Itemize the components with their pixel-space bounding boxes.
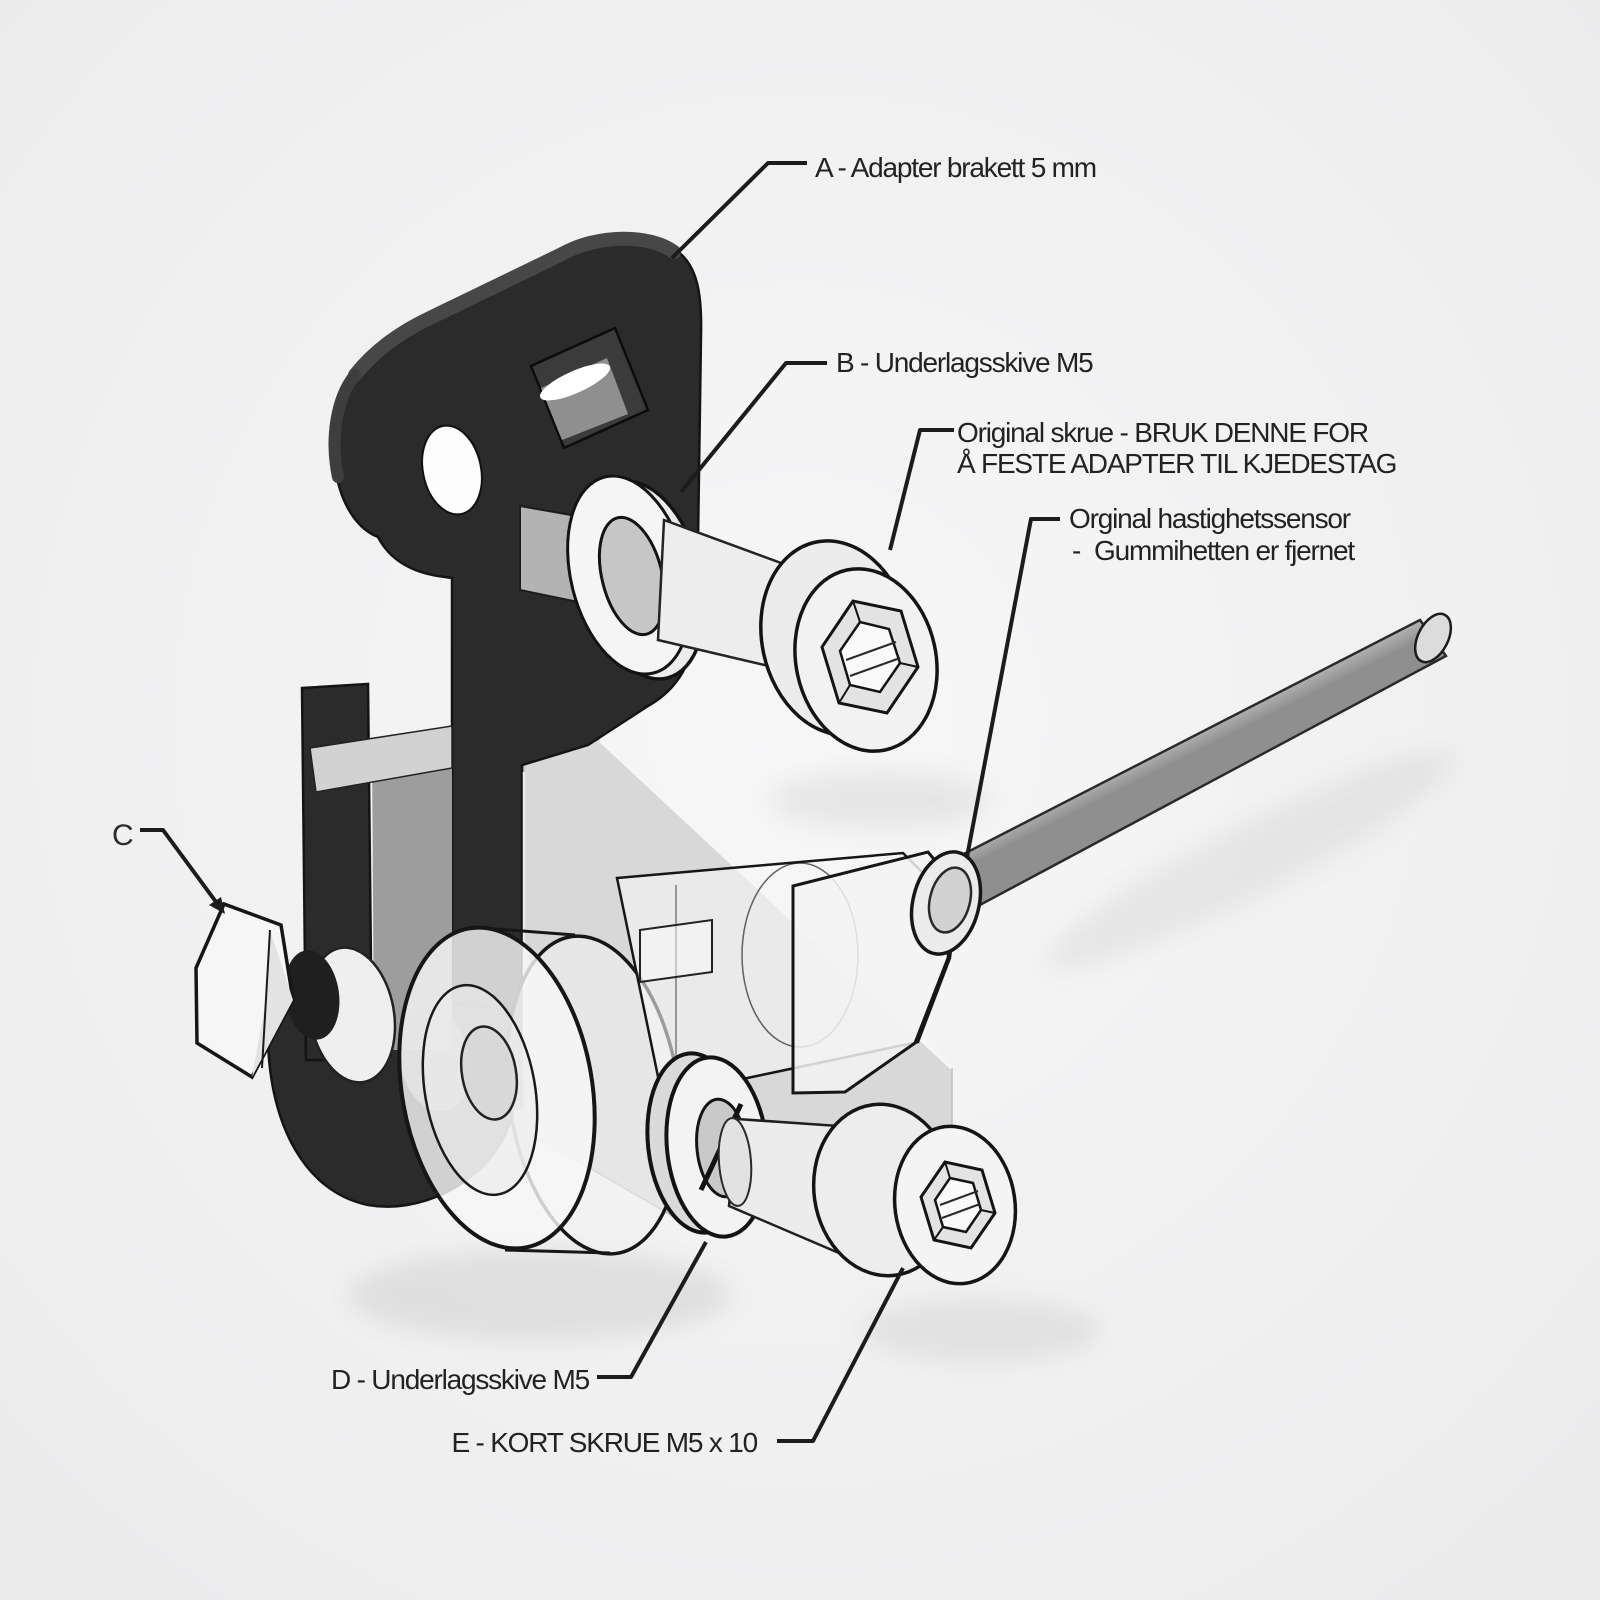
bracket-top-bevel: [348, 231, 681, 382]
leader-original-screw: [888, 428, 954, 551]
label-sensor-line1: Orginal hastighetssensor: [1069, 503, 1351, 534]
short-screw-e: [717, 1102, 1018, 1286]
label-original-screw-line1: Original skrue - BRUK DENNE FOR: [957, 417, 1368, 448]
leader-c-arrowhead: [209, 897, 225, 914]
bracket-left-bevel: [328, 369, 361, 483]
leader-d: [597, 1241, 708, 1379]
leader-sensor: [965, 517, 1060, 858]
leader-b: [679, 361, 827, 494]
shadows: [350, 750, 1456, 1362]
label-a: A - Adapter brakett 5 mm: [815, 152, 1096, 183]
label-sensor-dash: -: [1072, 535, 1081, 566]
cone-opening-inner: [927, 866, 973, 934]
leader-e: [777, 1267, 905, 1443]
leader-a: [670, 161, 807, 260]
label-c: C: [112, 819, 133, 852]
leader-lines: [140, 161, 1060, 1443]
label-original-screw-line2: Å FESTE ADAPTER TIL KJEDESTAG: [957, 448, 1396, 479]
speed-sensor-body: [397, 850, 983, 1256]
channel-top-face: [309, 725, 453, 793]
bracket-slot: [529, 326, 650, 450]
hex-nut-c: [194, 901, 397, 1084]
label-sensor-line2: Gummihetten er fjernet: [1094, 535, 1355, 566]
bracket-hole: [421, 424, 483, 516]
sensor-barrel-hole: [459, 1025, 519, 1121]
label-e: E - KORT SKRUE M5 x 10: [451, 1427, 757, 1458]
rod-end-cap: [1413, 612, 1453, 664]
adapter-bracket: [266, 231, 703, 1208]
screw-e-shaft-end: [717, 1117, 753, 1207]
leader-c: [140, 828, 221, 908]
label-d: D - Underlagsskive M5: [331, 1364, 590, 1395]
original-screw: [656, 518, 939, 753]
label-b: B - Underlagsskive M5: [836, 347, 1093, 378]
nut-facet: [252, 930, 293, 1077]
sensor-prong: [639, 918, 713, 984]
screw-e-socket-inner: [933, 1176, 983, 1234]
annotation-labels: A - Adapter brakett 5 mm B - Underlagssk…: [112, 152, 1397, 1458]
nut-stub: [284, 950, 340, 1040]
